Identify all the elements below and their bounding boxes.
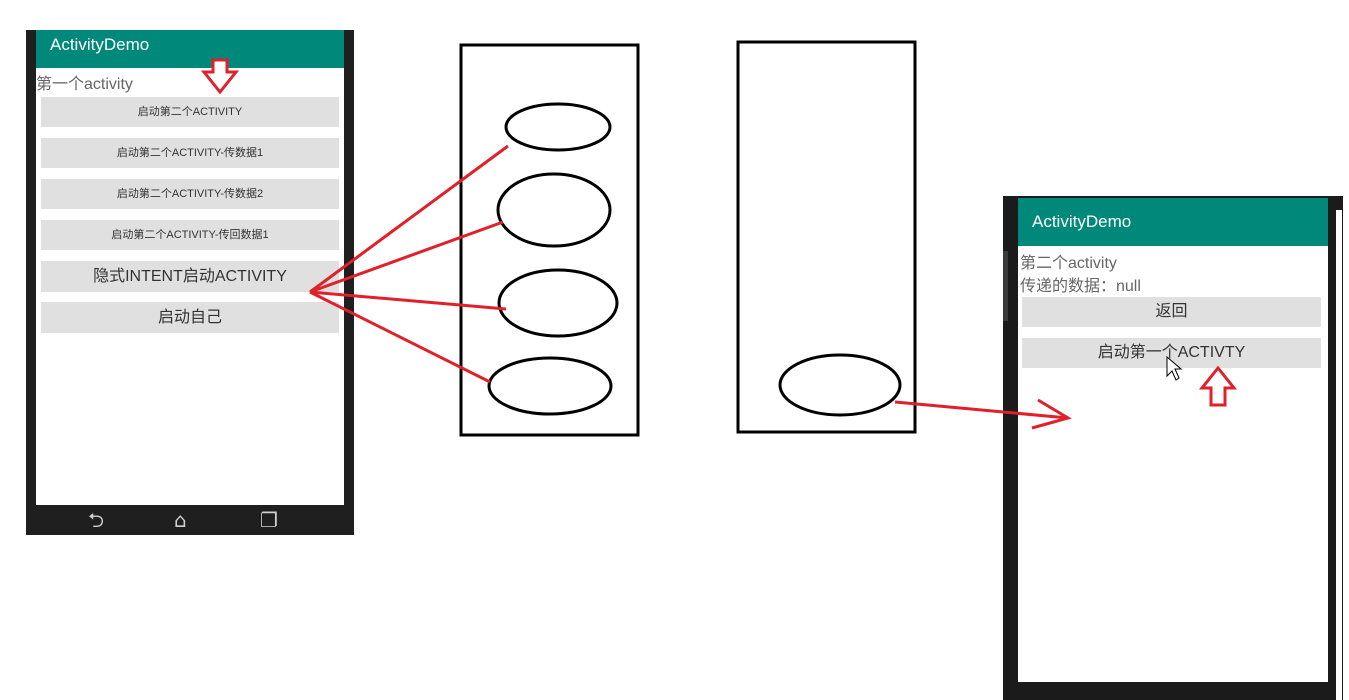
side-key [1003,251,1008,321]
start-second-with-data-2-button[interactable]: 启动第二个ACTIVITY-传数据2 [41,179,339,209]
app-bar: ActivityDemo [36,30,344,68]
connector-line-3 [309,290,507,311]
implicit-intent-button[interactable]: 隐式INTENT启动ACTIVITY [41,261,339,292]
connector-line-1 [309,144,509,294]
first-activity-phone: ActivityDemo 第一个activity 启动第二个ACTIVITY 启… [26,30,354,535]
connector-line-4 [309,290,491,384]
mouse-cursor-icon [1166,355,1183,381]
arrow-shaft [894,400,1069,420]
activity-instance-4 [487,356,613,416]
arrow-head [1031,398,1072,430]
activity-label: 第二个activity [1020,255,1117,272]
activity-instance-5 [778,353,902,417]
stack-box-1 [459,43,640,437]
system-nav-bar: ⮌ ⌂ ❐ [26,505,354,535]
activity-instance-2 [496,172,612,248]
up-arrow-icon [1198,365,1238,407]
activity-label: 第一个activity [36,76,133,93]
app-bar: ActivityDemo [1018,198,1328,246]
home-icon[interactable]: ⌂ [174,508,187,532]
start-second-return-data-button[interactable]: 启动第二个ACTIVITY-传回数据1 [41,220,339,250]
start-second-activity-button[interactable]: 启动第二个ACTIVITY [41,97,339,127]
passed-data-label: 传递的数据：null [1020,278,1141,295]
app-title: ActivityDemo [1032,212,1132,231]
activity-instance-3 [497,268,619,338]
window-edge [1336,210,1342,700]
recents-icon[interactable]: ❐ [260,508,278,532]
stack-box-2 [736,40,917,434]
back-icon[interactable]: ⮌ [88,508,105,532]
start-second-with-data-1-button[interactable]: 启动第二个ACTIVITY-传数据1 [41,138,339,168]
return-button[interactable]: 返回 [1022,297,1321,327]
start-self-button[interactable]: 启动自己 [41,302,339,333]
second-activity-phone: ActivityDemo 第二个activity 传递的数据：null 返回 启… [1003,196,1343,700]
activity-instance-1 [504,102,612,152]
second-activity-screen: ActivityDemo 第二个activity 传递的数据：null 返回 启… [1018,198,1328,682]
app-title: ActivityDemo [50,35,150,54]
down-arrow-icon [200,58,240,95]
connector-line-2 [309,220,504,294]
first-activity-screen: ActivityDemo 第一个activity 启动第二个ACTIVITY 启… [36,30,344,505]
